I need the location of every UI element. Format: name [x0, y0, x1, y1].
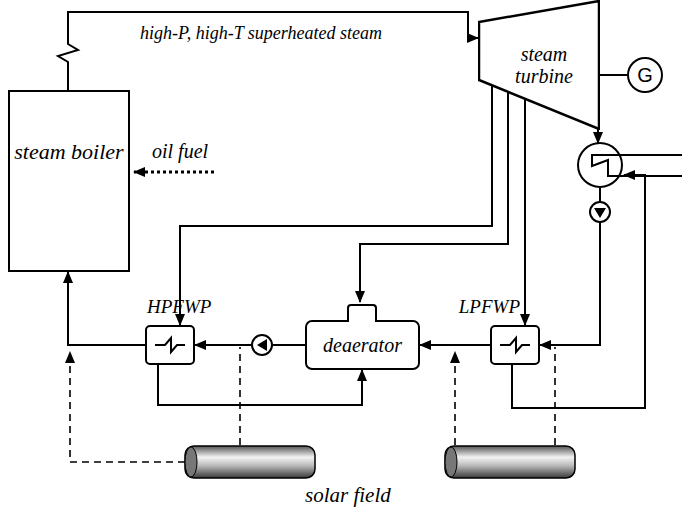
condensate-pump: [590, 202, 610, 222]
solar-collector: [185, 446, 315, 478]
node-label: steam boiler: [14, 140, 123, 164]
turbine-shape: steam turbine: [478, 0, 600, 130]
flow-connector: [58, 12, 478, 90]
flow-connector: [180, 86, 492, 325]
collector-end: [445, 447, 457, 477]
heater-box: LPFWP: [490, 325, 540, 365]
flow-connector: [420, 344, 490, 346]
node-label: steam turbine: [498, 43, 590, 87]
annotation-label: high-P, high-T superheated steam: [140, 24, 382, 44]
deaerator-dome: [347, 304, 377, 322]
flow-connector: [360, 92, 508, 302]
solar-collector: [445, 446, 575, 478]
heater-label: HPFWP: [147, 297, 211, 318]
exhaust-line: [597, 129, 599, 143]
solar-line: [554, 347, 556, 445]
pump-triangle: [257, 339, 267, 351]
collector-end: [185, 447, 197, 477]
heater-label: LPFWP: [459, 297, 520, 318]
solar-line: [70, 352, 185, 462]
node-label: deaerator: [323, 334, 402, 356]
condenser-coil: [592, 155, 682, 176]
heater-symbol: [147, 327, 193, 363]
flow-connector: [600, 74, 627, 76]
node-label: G: [637, 64, 653, 86]
heater-box: HPFWP: [145, 325, 195, 365]
boiler-box: steam boiler: [8, 90, 130, 272]
flow-connector: [195, 344, 305, 346]
condenser: [578, 143, 622, 187]
pump-triangle: [594, 208, 606, 218]
deaerator-box: deaerator: [305, 320, 420, 370]
fuel-arrow: [134, 171, 214, 174]
flow-connector: [524, 99, 526, 325]
feed-pump: [252, 335, 272, 355]
solar-line: [239, 347, 241, 445]
flow-connector: [158, 365, 362, 405]
annotation-label: oil fuel: [152, 140, 208, 162]
flow-connector: [68, 272, 145, 345]
drain-line: [512, 175, 645, 408]
solar-line: [454, 352, 456, 445]
annotation-label: solar field: [305, 484, 391, 507]
heater-symbol: [492, 327, 538, 363]
generator-circle: G: [627, 57, 663, 93]
